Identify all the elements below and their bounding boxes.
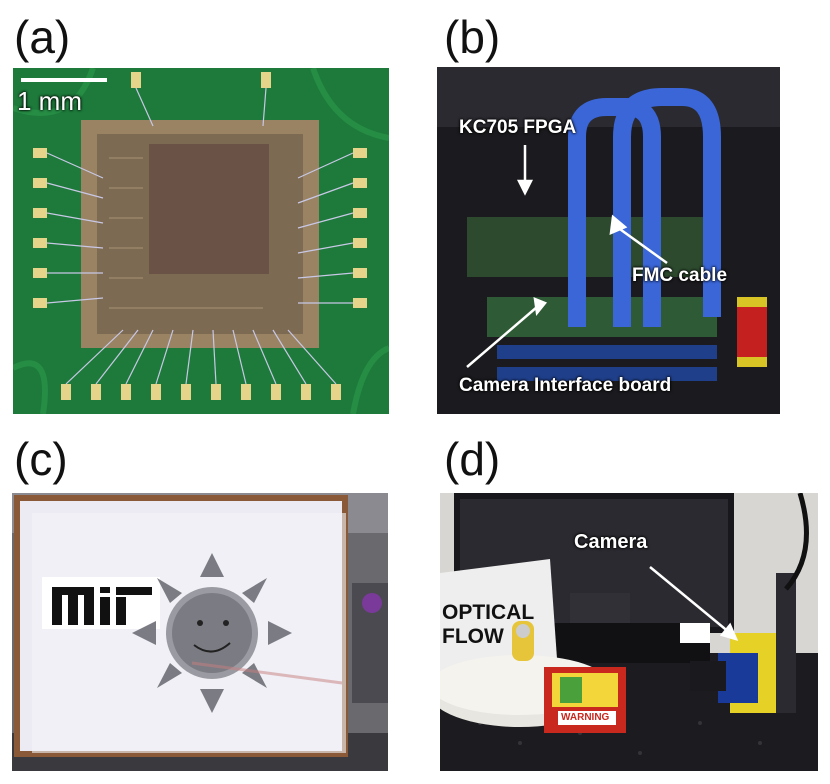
optical-flow-sign: OPTICAL FLOW — [442, 601, 546, 649]
warning-box-label: WARNING — [561, 712, 610, 723]
scale-bar-label: 1 mm — [17, 86, 82, 116]
camera-setup-photo: OPTICAL FLOW WARNING Camera — [440, 493, 818, 771]
fpga-setup-photo: KC705 FPGA FMC cable Camera Interface bo… — [437, 67, 780, 414]
sign-line-1: OPTICAL — [442, 601, 535, 624]
panel-d-letter: (d) — [444, 433, 501, 485]
fmc-cable-label: FMC cable — [632, 265, 728, 286]
camera-label: Camera — [574, 531, 648, 553]
sign-line-2: FLOW — [442, 625, 504, 648]
panel-c-letter: (c) — [14, 433, 68, 485]
panel-b-letter: (b) — [444, 11, 501, 63]
camera-board-label: Camera Interface board — [459, 375, 672, 396]
fpga-label: KC705 FPGA — [459, 117, 577, 138]
panel-a-letter: (a) — [14, 11, 71, 63]
chip-micrograph: 1 mm — [13, 68, 389, 414]
stencil-photo — [12, 493, 388, 771]
